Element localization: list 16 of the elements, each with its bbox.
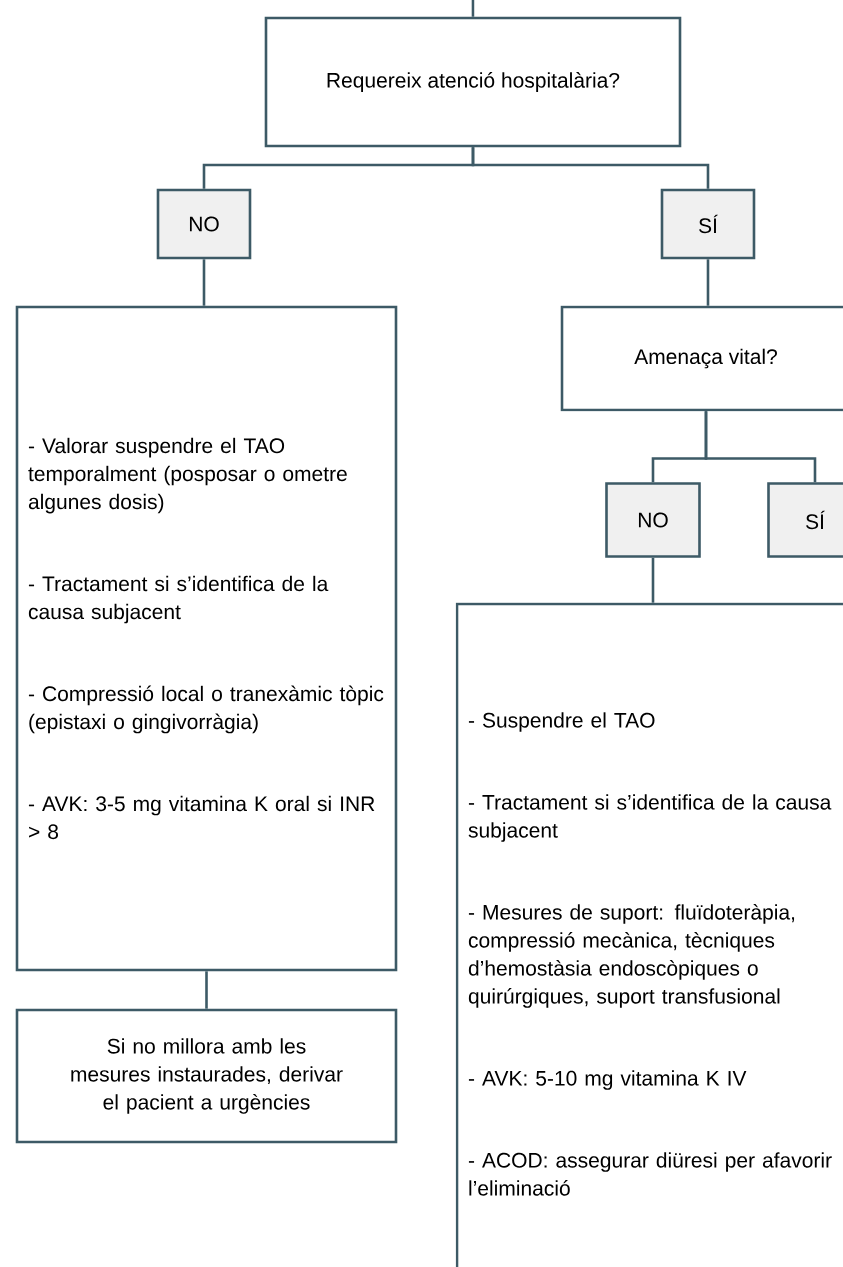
- answer-box: NO: [605, 482, 701, 558]
- text-box: - Valorar suspendre el TAO temporalment (posposar o ometre algunes dosis) - Tractament si s’identifica de la causa subjacent - Compressió local o tranexàmic tòpic (epistaxi o gingivorràgia) - AVK: 3-5 mg vitamina K oral si INR > 8: [15, 305, 398, 972]
- text-box: - Suspendre el TAO - Tractament si s’identifica de la causa subjacent - Mesures de suport: fluïdoteràpia, compressió mecànica, tècniques d’hemostàsia endoscòpiques o quirúrgiques, suport transfusional - AVK: 5-10 mg vitamina K IV - ACOD: assegurar diüresi per afavorir l’eliminació: [455, 602, 843, 1267]
- connector-line: [651, 557, 655, 603]
- connector-line: [704, 411, 817, 483]
- question-box: Amenaça vital?: [560, 305, 843, 412]
- answer-box: SÍ: [767, 482, 843, 558]
- answer-box: SÍ: [660, 188, 756, 260]
- question-box: Requereix atenció hospitalària?: [264, 16, 682, 148]
- connector-line: [205, 971, 208, 1009]
- text-box: Si no millora amb les mesures instaurades, derivar el pacient a urgències: [15, 1008, 398, 1144]
- connector-line: [706, 259, 710, 306]
- connector-line: [202, 259, 206, 306]
- connector-line: [471, 0, 475, 17]
- answer-box: NO: [156, 188, 252, 260]
- connector-line: [471, 147, 710, 189]
